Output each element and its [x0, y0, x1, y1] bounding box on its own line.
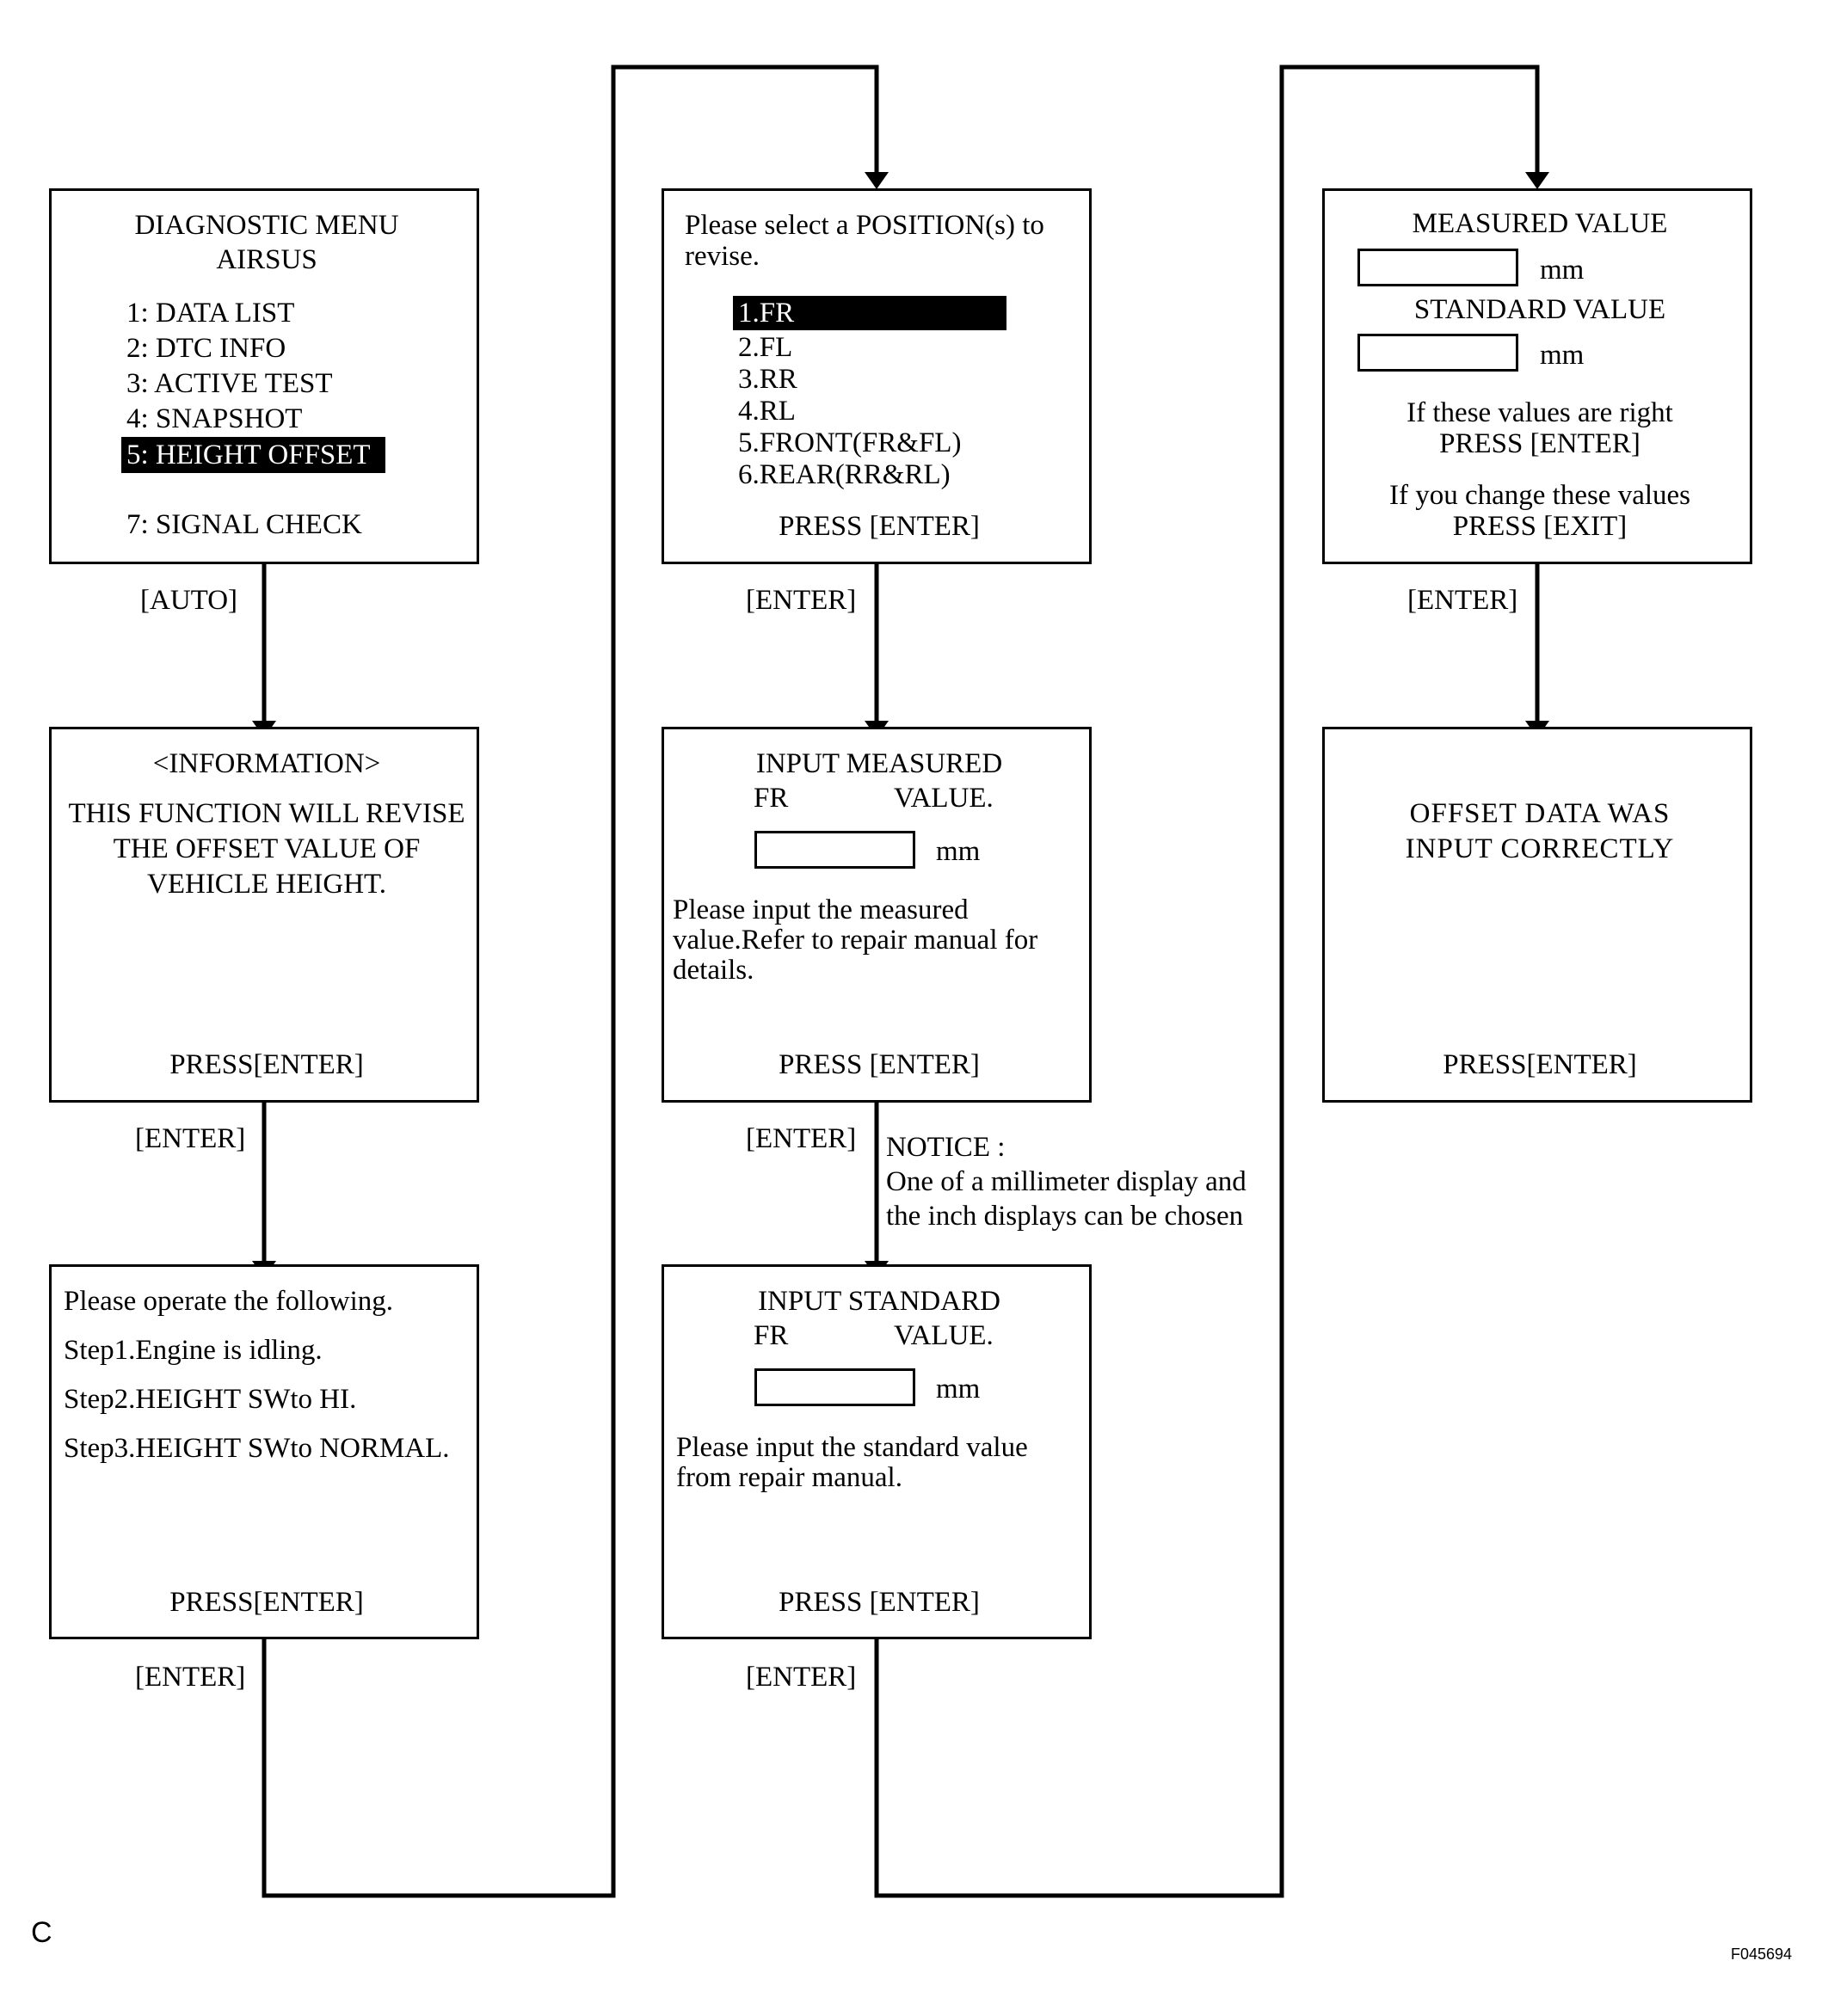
notice-line: the inch displays can be chosen [886, 1201, 1244, 1232]
info-line: THE OFFSET VALUE OF [113, 833, 421, 864]
operate-step: Step1.Engine is idling. [64, 1335, 323, 1366]
press-enter-prompt: PRESS[ENTER] [1443, 1049, 1637, 1080]
input-instruction: from repair manual. [676, 1462, 902, 1493]
menu-item[interactable]: 3: ACTIVE TEST [126, 368, 333, 399]
measured-value-label: MEASURED VALUE [1412, 208, 1668, 239]
menu-item[interactable]: 4: SNAPSHOT [126, 403, 303, 434]
change-instruction: PRESS [EXIT] [1452, 511, 1628, 542]
input-instruction: value.Refer to repair manual for [673, 925, 1038, 956]
screen-operate-steps: Please operate the following. Step1.Engi… [49, 1264, 479, 1639]
change-instruction: If you change these values [1388, 480, 1691, 511]
input-position: FR [754, 1320, 789, 1351]
transition-label-enter: [ENTER] [746, 1662, 857, 1693]
line-operate-to-position [262, 65, 879, 1898]
menu-item[interactable]: 1: DATA LIST [126, 298, 295, 329]
screen-position-select: Please select a POSITION(s) to revise. 1… [662, 188, 1092, 564]
input-value-word: VALUE. [894, 1320, 994, 1351]
info-line: THIS FUNCTION WILL REVISE [68, 798, 465, 829]
measured-value-field[interactable] [754, 831, 915, 869]
notice-title: NOTICE : [886, 1132, 1006, 1163]
standard-value-label: STANDARD VALUE [1413, 294, 1666, 325]
transition-label-enter: [ENTER] [1407, 585, 1518, 616]
position-option[interactable]: 3.RR [738, 364, 797, 395]
position-prompt: revise. [685, 241, 760, 272]
operate-intro: Please operate the following. [64, 1286, 394, 1317]
screen-confirm-values: MEASURED VALUE mm STANDARD VALUE mm If t… [1322, 188, 1752, 564]
input-value-word: VALUE. [894, 783, 994, 814]
input-instruction: Please input the standard value [676, 1432, 1028, 1463]
input-title: INPUT STANDARD [758, 1286, 1000, 1317]
screen-input-measured: INPUT MEASURED FR VALUE. mm Please input… [662, 727, 1092, 1103]
transition-label-enter: [ENTER] [135, 1662, 246, 1693]
press-enter-prompt: PRESS [ENTER] [779, 511, 980, 542]
press-enter-prompt: PRESS[ENTER] [169, 1049, 364, 1080]
menu-item[interactable]: 2: DTC INFO [126, 333, 286, 364]
screen-information: <INFORMATION> THIS FUNCTION WILL REVISE … [49, 727, 479, 1103]
measured-value-display [1357, 249, 1518, 286]
standard-value-display [1357, 334, 1518, 372]
transition-label-enter: [ENTER] [746, 1123, 857, 1154]
unit-label: mm [936, 836, 981, 867]
figure-letter: C [31, 1916, 52, 1949]
screen-diagnostic-menu: DIAGNOSTIC MENU AIRSUS 1: DATA LIST 2: D… [49, 188, 479, 564]
confirm-instruction: PRESS [ENTER] [1439, 428, 1640, 459]
complete-message: INPUT CORRECTLY [1405, 833, 1675, 864]
position-option-selected[interactable]: 1.FR [733, 296, 1006, 330]
menu-item[interactable]: 7: SIGNAL CHECK [126, 509, 362, 540]
press-enter-prompt: PRESS[ENTER] [169, 1587, 364, 1618]
unit-label: mm [1540, 340, 1585, 371]
unit-label: mm [936, 1374, 981, 1404]
info-title: <INFORMATION> [152, 748, 381, 779]
input-instruction: Please input the measured [673, 894, 969, 925]
screen-offset-complete: OFFSET DATA WAS INPUT CORRECTLY PRESS[EN… [1322, 727, 1752, 1103]
operate-step: Step3.HEIGHT SWto NORMAL. [64, 1433, 450, 1464]
operate-step: Step2.HEIGHT SWto HI. [64, 1384, 357, 1415]
screen-input-standard: INPUT STANDARD FR VALUE. mm Please input… [662, 1264, 1092, 1639]
standard-value-field[interactable] [754, 1368, 915, 1406]
position-option[interactable]: 4.RL [738, 396, 796, 427]
info-line: VEHICLE HEIGHT. [147, 869, 386, 900]
position-prompt: Please select a POSITION(s) to [685, 210, 1044, 241]
input-position: FR [754, 783, 789, 814]
arrowhead [1525, 172, 1549, 189]
position-option[interactable]: 2.FL [738, 332, 793, 363]
complete-message: OFFSET DATA WAS [1409, 798, 1671, 829]
input-title: INPUT MEASURED [755, 748, 1003, 779]
confirm-instruction: If these values are right [1407, 397, 1673, 428]
press-enter-prompt: PRESS [ENTER] [779, 1049, 980, 1080]
menu-item-selected[interactable]: 5: HEIGHT OFFSET [121, 437, 385, 473]
unit-label: mm [1540, 255, 1585, 286]
position-option[interactable]: 5.FRONT(FR&FL) [738, 427, 962, 458]
notice-line: One of a millimeter display and [886, 1166, 1246, 1197]
line-standard-to-confirm [874, 65, 1540, 1898]
position-option[interactable]: 6.REAR(RR&RL) [738, 459, 951, 490]
transition-label-enter: [ENTER] [746, 585, 857, 616]
arrowhead [865, 172, 889, 189]
menu-subtitle: AIRSUS [216, 244, 317, 275]
transition-label-auto: [AUTO] [140, 585, 238, 616]
press-enter-prompt: PRESS [ENTER] [779, 1587, 980, 1618]
menu-title: DIAGNOSTIC MENU [134, 210, 399, 241]
input-instruction: details. [673, 955, 754, 986]
transition-label-enter: [ENTER] [135, 1123, 246, 1154]
figure-code: F045694 [1731, 1945, 1793, 1963]
